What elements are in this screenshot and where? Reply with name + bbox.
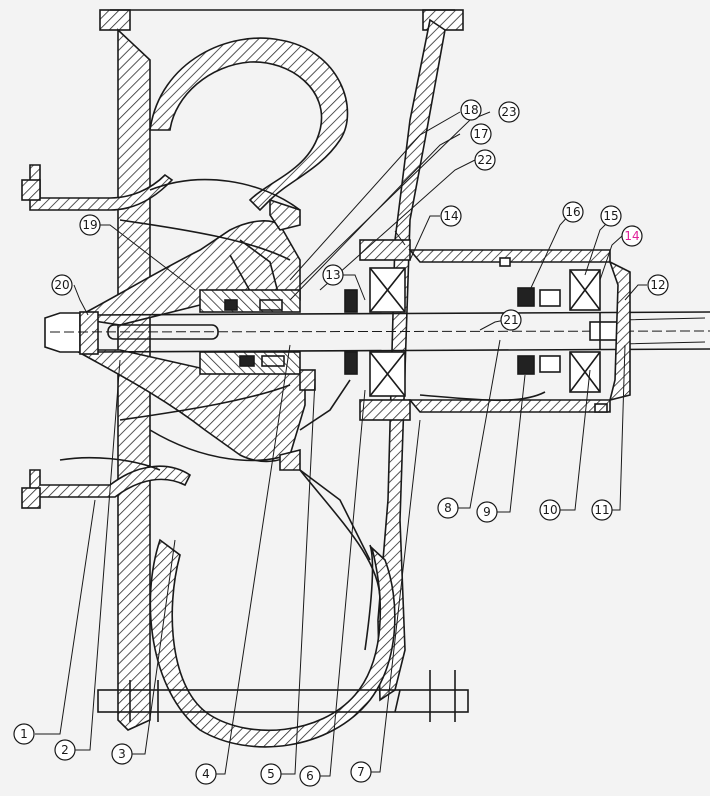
callout-19-text: 19: [82, 218, 97, 232]
callout-10: 10: [539, 499, 561, 521]
callout-2-text: 2: [61, 743, 69, 757]
callout-20-text: 20: [54, 278, 69, 292]
callout-13-text: 13: [325, 268, 340, 282]
callout-4-text: 4: [202, 767, 210, 781]
callout-16: 16: [562, 201, 584, 223]
callout-14-upper-text: 14: [443, 209, 458, 223]
inlet-pipes: [21, 164, 192, 509]
callout-3-text: 3: [118, 747, 126, 761]
callout-19: 19: [79, 214, 101, 236]
callout-12-text: 12: [650, 278, 665, 292]
callout-22-text: 22: [477, 153, 492, 167]
callout-4: 4: [195, 763, 217, 785]
callout-23-text: 23: [501, 105, 516, 119]
callout-10-text: 10: [542, 503, 557, 517]
callout-15: 15: [600, 205, 622, 227]
callout-12: 12: [647, 274, 669, 296]
callout-13: 13: [322, 264, 344, 286]
callout-9-text: 9: [483, 505, 491, 519]
pump-casing: [97, 9, 469, 748]
callout-5-text: 5: [267, 767, 275, 781]
callout-14-upper: 14: [440, 205, 462, 227]
callout-6: 6: [299, 765, 321, 787]
callout-16-text: 16: [565, 205, 580, 219]
callout-17-text: 17: [473, 127, 488, 141]
callout-7: 7: [350, 761, 372, 783]
callout-labels: 1 2 3 4 5 6 7 8 9 10 11 12 13 14 14 15 1…: [13, 99, 669, 787]
callout-5: 5: [260, 763, 282, 785]
callout-8-text: 8: [444, 501, 452, 515]
callout-21: 21: [500, 309, 522, 331]
callout-11-text: 11: [594, 503, 609, 517]
callout-15-text: 15: [603, 209, 618, 223]
callout-14-highlight-text: 14: [624, 229, 639, 243]
callout-3: 3: [111, 743, 133, 765]
callout-2: 2: [54, 739, 76, 761]
callout-20: 20: [51, 274, 73, 296]
callout-11: 11: [591, 499, 613, 521]
seal-assembly: [199, 198, 358, 471]
callout-18: 18: [460, 99, 482, 121]
callout-22: 22: [474, 149, 496, 171]
callout-9: 9: [476, 501, 498, 523]
callout-14-highlight: 14: [621, 225, 643, 247]
callout-17: 17: [470, 123, 492, 145]
callout-8: 8: [437, 497, 459, 519]
callout-21-text: 21: [503, 313, 518, 327]
callout-7-text: 7: [357, 765, 365, 779]
callout-1-text: 1: [20, 727, 28, 741]
bearing-housing: [359, 239, 631, 421]
callout-1: 1: [13, 723, 35, 745]
callout-23: 23: [498, 101, 520, 123]
callout-6-text: 6: [306, 769, 314, 783]
callout-18-text: 18: [463, 103, 478, 117]
